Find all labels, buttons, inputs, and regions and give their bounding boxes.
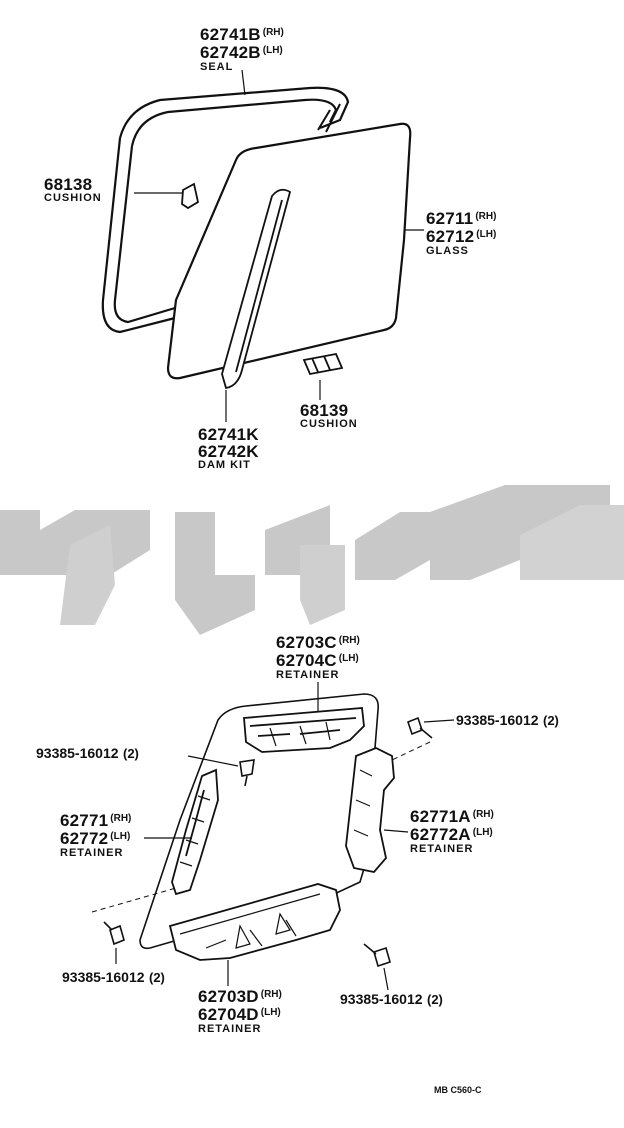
bolt-top-right-part: 93385-16012 xyxy=(456,712,539,728)
retainer-top-lh-side: (LH) xyxy=(338,653,359,664)
retainer-left-name: RETAINER xyxy=(60,847,124,859)
label-bolt-bottom-left: 93385-16012 (2) xyxy=(62,970,165,986)
label-retainer-left: 62771(RH) 62772(LH) RETAINER xyxy=(60,812,131,859)
cushion-68138-part: 68138 xyxy=(44,175,93,194)
cushion-68138-shape xyxy=(181,182,200,210)
glass-lh-side: (LH) xyxy=(476,229,497,240)
cushion-68139-name: CUSHION xyxy=(300,418,358,430)
retainer-right-lh-part: 62772A xyxy=(410,825,471,844)
retainer-right-name: RETAINER xyxy=(410,843,474,855)
seal-frame xyxy=(101,86,350,334)
retainer-top-name: RETAINER xyxy=(276,669,340,681)
glass-panel xyxy=(166,122,412,380)
label-retainer-bottom: 62703D(RH) 62704D(LH) RETAINER xyxy=(198,988,282,1035)
bolt-top-right-qty: (2) xyxy=(542,713,559,728)
seal-lh-side: (LH) xyxy=(262,45,283,56)
retainer-bottom-shape xyxy=(168,883,341,961)
seal-vertical-run xyxy=(317,103,341,133)
seal-rh-side: (RH) xyxy=(262,27,284,38)
retainer-top-lh-part: 62704C xyxy=(276,651,337,670)
retainer-left-rh-side: (RH) xyxy=(110,813,132,824)
bolt-bottom-right-part: 93385-16012 xyxy=(340,991,423,1007)
seal-lh-part: 62742B xyxy=(200,43,261,62)
label-dam-kit: 62741K 62742K DAM KIT xyxy=(198,426,259,471)
dam-kit-part2: 62742K xyxy=(198,442,259,461)
glass-name: GLASS xyxy=(426,245,469,257)
retainer-right-rh-part: 62771A xyxy=(410,807,471,826)
seal-rh-part: 62741B xyxy=(200,25,261,44)
leader-lines-upper xyxy=(134,69,424,422)
dam-kit-strip xyxy=(221,188,292,390)
retainer-top-rh-part: 62703C xyxy=(276,633,337,652)
bolt-bottom-left-part: 93385-16012 xyxy=(62,969,145,985)
retainer-bottom-lh-side: (LH) xyxy=(260,1007,281,1018)
retainer-right-lh-side: (LH) xyxy=(472,827,493,838)
retainer-left-lh-part: 62772 xyxy=(60,829,109,848)
leader-lines-lower xyxy=(115,682,455,991)
label-glass: 62711(RH) 62712(LH) GLASS xyxy=(426,210,496,257)
retainer-left-rh-part: 62771 xyxy=(60,811,109,830)
label-bolt-bottom-right: 93385-16012 (2) xyxy=(340,992,443,1008)
retainer-left-lh-side: (LH) xyxy=(110,831,131,842)
label-cushion-68139: 68139 CUSHION xyxy=(300,402,358,430)
retainer-right-rh-side: (RH) xyxy=(472,809,494,820)
label-seal: 62741B(RH) 62742B(LH) SEAL xyxy=(200,26,284,73)
label-retainer-right: 62771A(RH) 62772A(LH) RETAINER xyxy=(410,808,494,855)
retainer-top-rh-side: (RH) xyxy=(338,635,360,646)
bolt-top-left-part: 93385-16012 xyxy=(36,745,119,761)
bolt-bottom-left-qty: (2) xyxy=(148,970,165,985)
label-retainer-top: 62703C(RH) 62704C(LH) RETAINER xyxy=(276,634,360,681)
label-bolt-top-right: 93385-16012 (2) xyxy=(456,713,559,729)
dam-kit-part1: 62741K xyxy=(198,425,259,444)
bolt-bottom-right-qty: (2) xyxy=(426,992,443,1007)
watermark-logo xyxy=(0,485,624,635)
glass-rh-side: (RH) xyxy=(475,211,497,222)
dam-kit-name: DAM KIT xyxy=(198,459,251,471)
glass-rh-part: 62711 xyxy=(426,209,474,228)
dashed-guides xyxy=(91,741,431,913)
bolt-shapes xyxy=(103,716,433,968)
label-cushion-68138: 68138 CUSHION xyxy=(44,176,102,204)
cushion-68139-shape xyxy=(302,352,344,376)
footer-code: MB C560-C xyxy=(434,1085,482,1095)
bolt-top-left-qty: (2) xyxy=(122,746,139,761)
label-bolt-top-left: 93385-16012 (2) xyxy=(36,746,139,762)
retainer-right-shape xyxy=(345,747,395,873)
retainer-bottom-name: RETAINER xyxy=(198,1023,262,1035)
retainer-top-shape xyxy=(243,707,365,753)
retainer-bottom-rh-side: (RH) xyxy=(260,989,282,1000)
cushion-68138-name: CUSHION xyxy=(44,192,102,204)
seal-name: SEAL xyxy=(200,61,234,73)
retainer-bottom-lh-part: 62704D xyxy=(198,1005,259,1024)
cushion-68139-part: 68139 xyxy=(300,401,349,420)
retainer-bottom-rh-part: 62703D xyxy=(198,987,259,1006)
retainer-left-shape xyxy=(171,768,219,896)
glass-lh-part: 62712 xyxy=(426,227,475,246)
